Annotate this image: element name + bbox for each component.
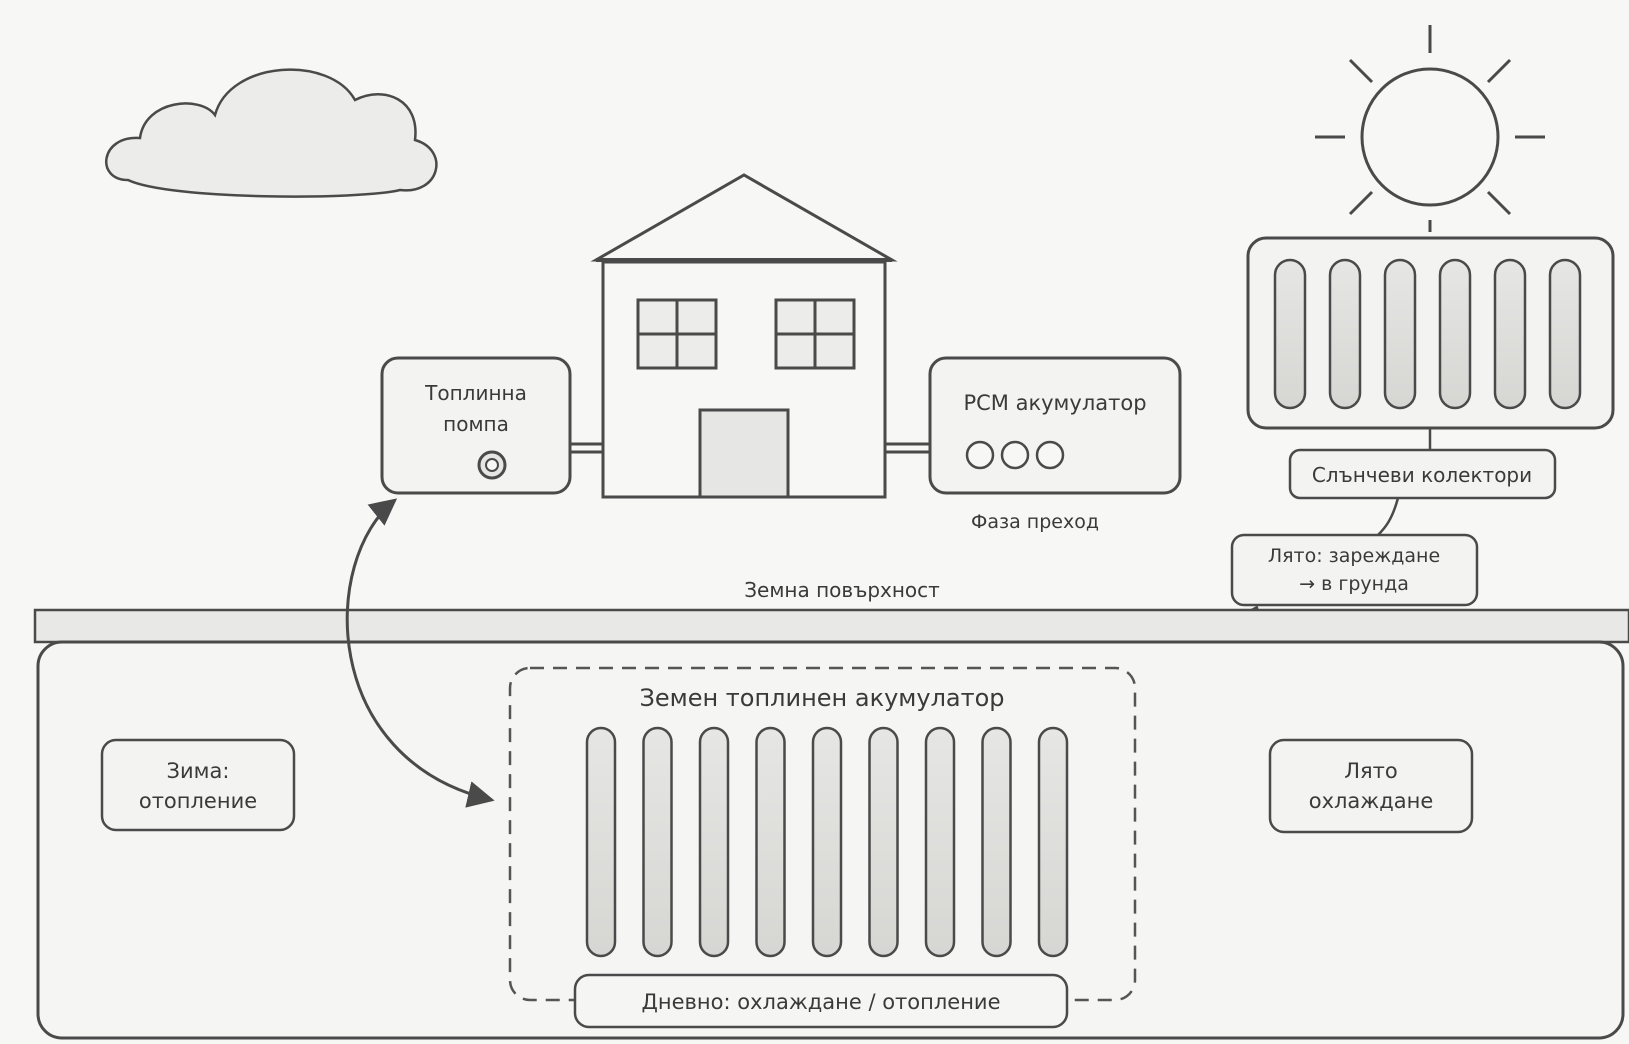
- solar-collector-tubes: [1273, 258, 1582, 410]
- ground-surface-strip: [33, 608, 1629, 644]
- solar-label-box: [1288, 448, 1557, 500]
- pcm-label: PCM акумулатор: [963, 391, 1146, 415]
- summer-cool-line-1: Лято: [1344, 759, 1398, 783]
- solar-tube: [1383, 258, 1417, 410]
- solar-tube: [1328, 258, 1362, 410]
- ground-tube: [924, 726, 956, 958]
- winter-label-box: [100, 738, 296, 832]
- cloud-icon: [105, 68, 438, 198]
- summer-charge-line-2: → в грунда: [1299, 573, 1409, 595]
- ground-tube: [585, 726, 617, 958]
- heat-pump-line-1: Топлинна: [424, 381, 527, 405]
- sun-icon: [1315, 25, 1545, 232]
- ground-tube: [981, 726, 1012, 958]
- ground-tube: [698, 726, 730, 958]
- pcm-box: [928, 356, 1182, 495]
- ground-tube: [1037, 726, 1069, 958]
- winter-line-1: Зима:: [167, 759, 230, 783]
- pcm-capsules: [965, 440, 1065, 470]
- summer-charge-link: [1377, 497, 1400, 536]
- solar-tube: [1493, 258, 1527, 410]
- summer-charge-box: [1230, 533, 1479, 607]
- summer-cool-line-2: охлаждане: [1309, 789, 1434, 813]
- ground-tube: [811, 726, 843, 958]
- ground-storage-title: Земен топлинен акумулатор: [639, 684, 1004, 712]
- ground-tube: [642, 726, 673, 958]
- house-roof: [590, 173, 898, 262]
- heat-pump-box: [380, 356, 572, 495]
- daily-label-box: [573, 973, 1069, 1029]
- solar-tube: [1273, 258, 1307, 410]
- heat-pump-line-2: помпа: [443, 412, 509, 436]
- solar-label: Слънчеви колектори: [1312, 463, 1532, 487]
- daily-label: Дневно: охлаждане / отопление: [641, 990, 1000, 1014]
- house: [590, 173, 898, 499]
- summer-charge-line-1: Лято: зареждане: [1268, 545, 1440, 567]
- house-door: [698, 408, 790, 499]
- house-connectors: [570, 442, 930, 454]
- solar-tube: [1548, 258, 1582, 410]
- ground-tube: [755, 726, 786, 958]
- surface-label: Земна повърхност: [744, 578, 940, 602]
- winter-line-2: отопление: [139, 789, 257, 813]
- ground-tube: [868, 726, 899, 958]
- solar-tube: [1438, 258, 1472, 410]
- ground-storage-tubes: [585, 726, 1069, 958]
- phase-label: Фаза преход: [971, 511, 1099, 533]
- summer-cool-box: [1268, 738, 1474, 834]
- heat-pump-ground-arrow: [345, 498, 495, 808]
